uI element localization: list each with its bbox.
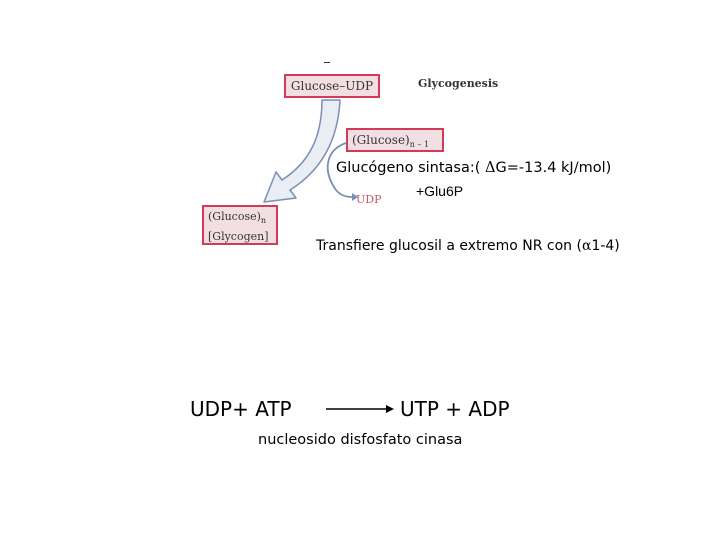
synthase-label: Glucógeno sintasa:( ΔG=-13.4 kJ/mol) bbox=[336, 160, 611, 176]
glucose-n-minus-1-box: (Glucose)n – 1 bbox=[346, 128, 444, 152]
big-curved-arrow bbox=[263, 99, 341, 203]
transfer-label: Transfiere glucosil a extremo NR con (α1… bbox=[316, 238, 620, 254]
glucose-n-minus-1-subscript: n – 1 bbox=[409, 140, 430, 149]
synthase-rest: G=-13.4 kJ/mol) bbox=[495, 160, 612, 176]
reaction-products: UTP + ADP bbox=[400, 397, 510, 421]
glu6p-label: +Glu6P bbox=[416, 183, 464, 199]
reaction-reactants: UDP+ ATP bbox=[190, 397, 292, 421]
glucose-n-minus-1-label: (Glucose) bbox=[352, 133, 410, 147]
transfer-prefix: Transfiere glucosil a extremo NR con ( bbox=[316, 238, 582, 254]
glucose-n-subscript: n bbox=[260, 216, 267, 225]
glucose-n-label: (Glucose) bbox=[208, 210, 261, 223]
synthase-prefix: Glucógeno sintasa:( bbox=[336, 160, 486, 176]
alpha-symbol: α bbox=[581, 238, 592, 254]
glucose-n-box: (Glucose)n [Glycogen] bbox=[202, 205, 278, 245]
glycogen-label: [Glycogen] bbox=[208, 230, 269, 243]
glycogenesis-label: Glycogenesis bbox=[418, 77, 499, 90]
tick-mark bbox=[324, 62, 330, 63]
glucose-udp-box: Glucose–UDP bbox=[284, 74, 380, 98]
enzyme-label: nucleosido disfosfato cinasa bbox=[258, 432, 463, 448]
delta-symbol: Δ bbox=[485, 160, 496, 176]
small-curved-arrow bbox=[326, 142, 353, 198]
reaction-arrow-head bbox=[386, 405, 394, 413]
glucose-udp-label: Glucose–UDP bbox=[290, 79, 374, 93]
small-arrow-head bbox=[352, 193, 358, 201]
udp-byproduct-label: UDP bbox=[356, 193, 382, 206]
transfer-rest: 1-4) bbox=[591, 238, 620, 254]
